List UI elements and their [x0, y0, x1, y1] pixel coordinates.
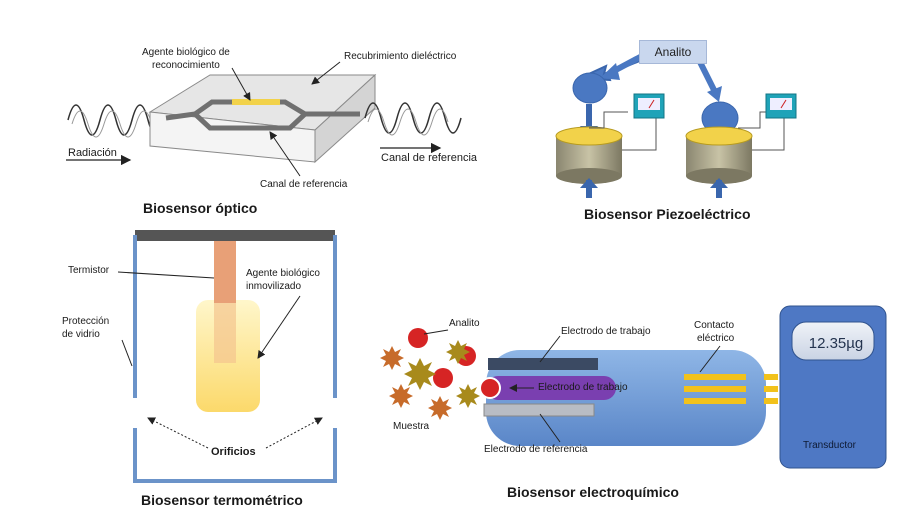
working-electrode-top [488, 358, 598, 370]
meter-right-needle [780, 99, 787, 109]
label-recognition-agent-2: reconocimiento [152, 60, 220, 71]
analyte-arrow-left-head [600, 63, 620, 80]
title-piezo: Biosensor Piezoeléctrico [584, 206, 751, 222]
recognition-agent-strip [232, 99, 280, 105]
analyte-particle-bound [479, 377, 501, 399]
label-radiation: Radiación [68, 147, 117, 159]
label-recognition-agent-1: Agente biológico de [142, 47, 230, 58]
contact-5 [764, 386, 778, 392]
thermo-lid [135, 230, 335, 241]
sample-particles [380, 328, 501, 420]
label-analyte: Analito [449, 318, 480, 329]
pointer-contact [699, 345, 721, 373]
output-wave-2 [367, 108, 449, 136]
optical-biosensor [66, 61, 462, 177]
transducer-reading: 12.35µg [808, 335, 864, 352]
pointer-analyte [423, 329, 449, 335]
title-thermo: Biosensor termométrico [141, 492, 303, 508]
meter-left-dial [638, 98, 660, 110]
title-electro: Biosensor electroquímico [507, 484, 679, 500]
pointer-work-top [539, 335, 561, 363]
piezo-biosensor [555, 53, 797, 198]
transducer-display [791, 321, 875, 361]
crystal-lead-left [586, 180, 592, 198]
label-glass-protection-1: Protección [62, 316, 110, 327]
sample-star [456, 384, 480, 408]
contact-2 [684, 386, 746, 392]
label-transducer: Transductor [803, 440, 856, 451]
title-optical: Biosensor óptico [143, 200, 258, 216]
contact-4 [764, 374, 778, 380]
analyte-fall-arrow [586, 104, 592, 128]
crystal-electrode-left [555, 126, 623, 146]
crystal-base-left [556, 168, 622, 184]
thermo-biosensor [117, 230, 337, 483]
analyte-arrow-right-head [707, 86, 722, 102]
crystal-electrode-right [685, 126, 753, 146]
analyte-arrow-right-shaft [697, 60, 717, 92]
pointer-hole-left [147, 417, 209, 449]
analyte-particle [408, 328, 428, 348]
contact-6 [764, 398, 778, 404]
crystal-base-right [686, 168, 752, 184]
pointer-hole-right [265, 417, 323, 449]
crystal-lead-right-head [710, 178, 728, 188]
label-contact-1: Contacto [694, 320, 735, 331]
pointer-coating [311, 61, 341, 85]
sample-star [389, 384, 413, 408]
wire-left-2 [589, 111, 628, 129]
wire-left-1 [622, 118, 657, 151]
working-electrode [486, 376, 616, 400]
pointer-agent [231, 67, 251, 101]
pointer-ref-channel [269, 131, 301, 177]
sample-star [404, 358, 436, 390]
contact-3 [684, 398, 746, 404]
wire-right-2 [738, 111, 768, 129]
label-contact-2: eléctrico [697, 333, 735, 344]
thermistor-tip [214, 303, 236, 363]
label-holes: Orificios [211, 446, 256, 458]
label-ref-channel-right: Canal de referencia [381, 152, 478, 164]
label-immobilized-agent-1: Agente biológico [246, 268, 320, 279]
label-reference-electrode: Electrodo de referencia [484, 444, 588, 455]
pointer-glass [121, 339, 133, 367]
radiation-wave [67, 104, 165, 136]
crystal-lead-right [716, 180, 722, 198]
contact-1 [684, 374, 746, 380]
reference-electrode [483, 403, 595, 417]
analyte-particle [433, 368, 453, 388]
pointer-agent-thermo [257, 295, 301, 359]
label-working-electrode-top: Electrodo de trabajo [561, 326, 651, 337]
thermistor [214, 241, 236, 303]
label-glass-protection-2: de vidrio [62, 329, 100, 340]
sample-star [446, 340, 470, 364]
crystal-lead-left-head [580, 178, 598, 188]
electro-biosensor [380, 305, 887, 469]
wire-right-1 [752, 118, 785, 151]
analyte-label-box: Analito [639, 40, 707, 64]
label-working-electrode-inner: Electrodo de trabajo [538, 382, 628, 393]
meter-right-dial [770, 98, 792, 110]
meter-left-needle [648, 99, 655, 109]
sample-star [380, 346, 404, 370]
dielectric-slab-side [314, 73, 376, 164]
label-dielectric-coating: Recubrimiento dieléctrico [344, 51, 457, 62]
analyte-sphere-left [572, 72, 608, 104]
label-immobilized-agent-2: inmovilizado [246, 281, 302, 292]
pointer-ref [539, 413, 561, 443]
output-wave [364, 102, 462, 134]
label-thermistor: Termistor [68, 265, 110, 276]
pointer-thermistor [117, 271, 215, 279]
sample-star [428, 396, 452, 420]
label-ref-channel-bottom: Canal de referencia [260, 179, 348, 190]
label-sample: Muestra [393, 421, 430, 432]
